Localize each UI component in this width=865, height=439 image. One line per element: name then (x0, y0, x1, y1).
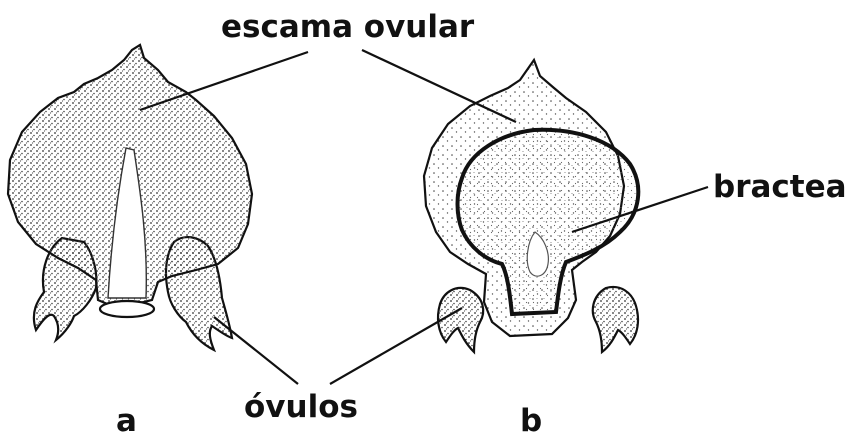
panel-b-ovule-left (438, 288, 483, 352)
panel-b-specimen (424, 60, 638, 352)
label-panel-b: b (520, 403, 542, 439)
label-scale: escama ovular (221, 9, 475, 45)
label-bract: bractea (713, 169, 847, 205)
leader-ovule-a (214, 317, 298, 384)
panel-a-specimen (8, 45, 252, 350)
panel-b-ovule-right (593, 287, 638, 352)
label-ovules: óvulos (244, 389, 358, 425)
panel-a-stalk-base (100, 301, 154, 317)
leader-ovule-b (330, 308, 462, 384)
leader-scale-b (362, 50, 516, 122)
label-panel-a: a (116, 403, 137, 439)
